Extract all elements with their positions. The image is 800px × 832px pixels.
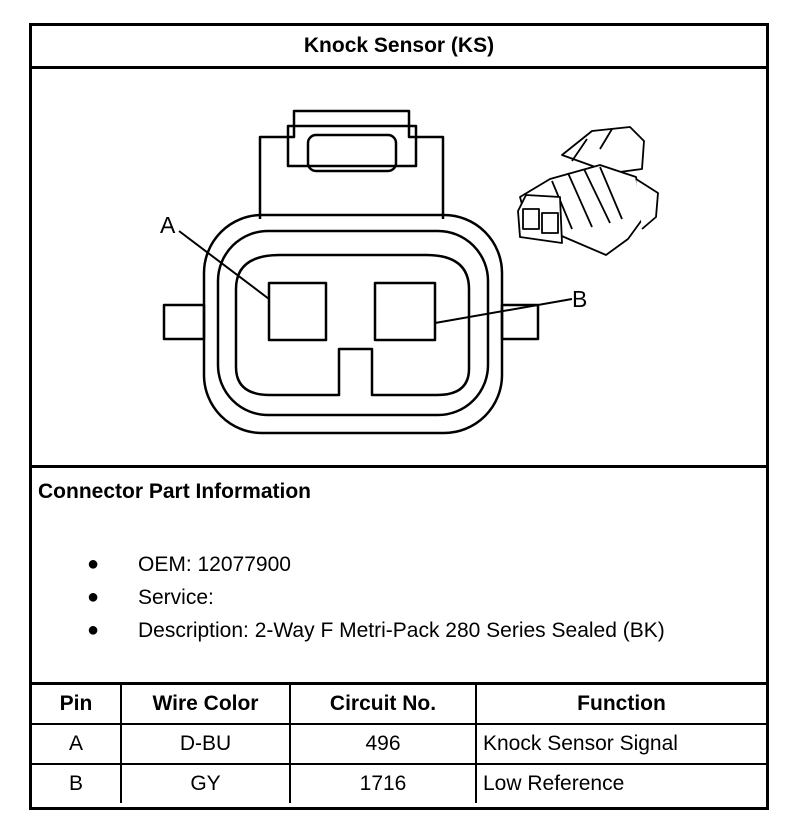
oem-part-number: OEM: 12077900 bbox=[138, 553, 291, 576]
connector-iso-view bbox=[517, 126, 659, 256]
left-ear bbox=[162, 303, 206, 341]
connector-info-heading: Connector Part Information bbox=[38, 480, 312, 503]
service-part-number: Service: bbox=[138, 586, 214, 609]
table-row: A D-BU 496 Knock Sensor Signal bbox=[32, 723, 766, 765]
connector-description: Description: 2-Way F Metri-Pack 280 Seri… bbox=[138, 619, 665, 642]
bullet-icon: ● bbox=[87, 586, 100, 608]
connector-info-list: ● OEM: 12077900 ● Service: ● Description… bbox=[32, 548, 766, 647]
cell-wire-color: GY bbox=[120, 763, 291, 803]
list-item: ● OEM: 12077900 bbox=[32, 548, 766, 581]
terminal-a bbox=[267, 281, 328, 342]
pin-label-b: B bbox=[572, 286, 587, 312]
connector-document-frame: Knock Sensor (KS) bbox=[29, 23, 769, 810]
connector-figure: A B bbox=[32, 69, 766, 468]
cell-pin: B bbox=[32, 763, 122, 803]
cell-pin: A bbox=[32, 723, 122, 765]
table-header-row: Pin Wire Color Circuit No. Function bbox=[32, 685, 766, 725]
pin-label-a: A bbox=[160, 212, 176, 238]
list-item: ● Service: bbox=[32, 581, 766, 614]
list-item: ● Description: 2-Way F Metri-Pack 280 Se… bbox=[32, 614, 766, 647]
table-row: B GY 1716 Low Reference bbox=[32, 763, 766, 803]
lock-tab-inner bbox=[286, 124, 418, 168]
bullet-icon: ● bbox=[87, 553, 100, 575]
header-function: Function bbox=[475, 685, 766, 725]
cell-function: Knock Sensor Signal bbox=[475, 723, 766, 765]
cell-circuit-no: 1716 bbox=[289, 763, 477, 803]
lock-tab-outline bbox=[258, 109, 445, 219]
connector-outer-body bbox=[202, 213, 504, 435]
header-wire-color: Wire Color bbox=[120, 685, 291, 725]
bullet-icon: ● bbox=[87, 619, 100, 641]
connector-inner-cavity bbox=[234, 253, 471, 397]
connector-seal-ring bbox=[216, 229, 490, 417]
cell-function: Low Reference bbox=[475, 763, 766, 803]
lock-latch bbox=[306, 133, 398, 173]
header-pin: Pin bbox=[32, 685, 122, 725]
terminal-b bbox=[373, 281, 437, 342]
connector-part-info: Connector Part Information ● OEM: 120779… bbox=[32, 468, 766, 685]
header-circuit-no: Circuit No. bbox=[289, 685, 477, 725]
cell-circuit-no: 496 bbox=[289, 723, 477, 765]
leader-line-a bbox=[178, 230, 270, 300]
cell-wire-color: D-BU bbox=[120, 723, 291, 765]
pin-table: Pin Wire Color Circuit No. Function A D-… bbox=[32, 685, 766, 803]
leader-line-b bbox=[434, 298, 573, 324]
connector-face-drawing: A B bbox=[160, 109, 659, 435]
document-title: Knock Sensor (KS) bbox=[32, 26, 766, 69]
